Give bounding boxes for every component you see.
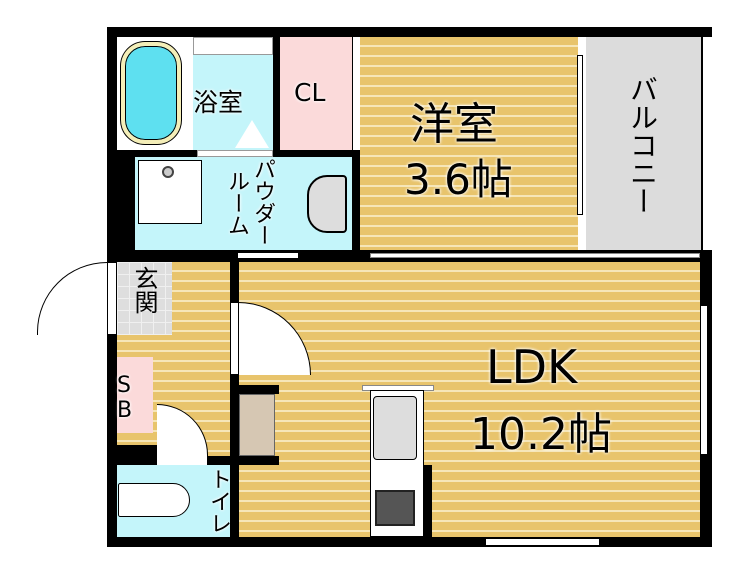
entrance-door[interactable] (37, 262, 107, 335)
toilet-icon (118, 483, 190, 517)
shoe-box[interactable] (117, 357, 153, 433)
window[interactable] (577, 55, 583, 215)
wall (239, 456, 279, 465)
bath-door-icon (235, 120, 269, 148)
wall (117, 157, 135, 257)
bath-doorway (197, 150, 273, 157)
outer-wall (107, 537, 712, 547)
window[interactable] (485, 538, 600, 546)
ldk-size: 10.2帖 (470, 409, 612, 460)
room-western[interactable] (360, 37, 578, 250)
bathtub-icon (121, 42, 181, 144)
storage-box[interactable] (239, 394, 275, 456)
western-room-label: 洋室 (410, 99, 498, 150)
window[interactable] (700, 305, 708, 455)
entrance-tile[interactable] (117, 262, 172, 335)
balcony-label: バルコニー (626, 75, 659, 215)
room-closet[interactable] (280, 37, 352, 150)
wall (424, 465, 432, 537)
wall (578, 27, 712, 37)
bath-label: 浴室 (193, 88, 244, 117)
wall (239, 385, 279, 394)
powder-room-label-line2: ルーム (224, 170, 249, 236)
wall (207, 456, 247, 465)
bath-shelf (193, 37, 273, 55)
ldk-label: LDK (486, 340, 578, 394)
sliding-door[interactable] (370, 253, 700, 258)
wall (230, 262, 239, 547)
closet-label: CL (294, 78, 326, 107)
outer-wall (107, 27, 587, 37)
shoe-box-label-b: B (117, 398, 133, 423)
outer-wall (107, 27, 117, 262)
room-ldk[interactable] (239, 262, 700, 537)
wall (273, 37, 280, 157)
western-room-size: 3.6帖 (404, 155, 513, 204)
entrance-label: 玄関 (130, 266, 158, 314)
entrance-door-frame (107, 262, 117, 335)
stove-icon (375, 490, 415, 526)
wall (352, 150, 360, 262)
kitchen-sink-icon (373, 396, 417, 460)
toilet-label: トイレ (206, 468, 231, 534)
powder-room-label-line1: パウダー (250, 158, 275, 246)
shoe-box-label-s: S (117, 373, 131, 398)
powder-doorway[interactable] (238, 253, 298, 258)
drain-icon (162, 166, 174, 178)
closet-door[interactable] (352, 37, 360, 150)
ldk-door-frame (230, 302, 239, 375)
outer-wall (107, 335, 117, 547)
wall (117, 445, 157, 465)
sink-icon (307, 175, 347, 233)
balcony[interactable] (586, 37, 703, 250)
